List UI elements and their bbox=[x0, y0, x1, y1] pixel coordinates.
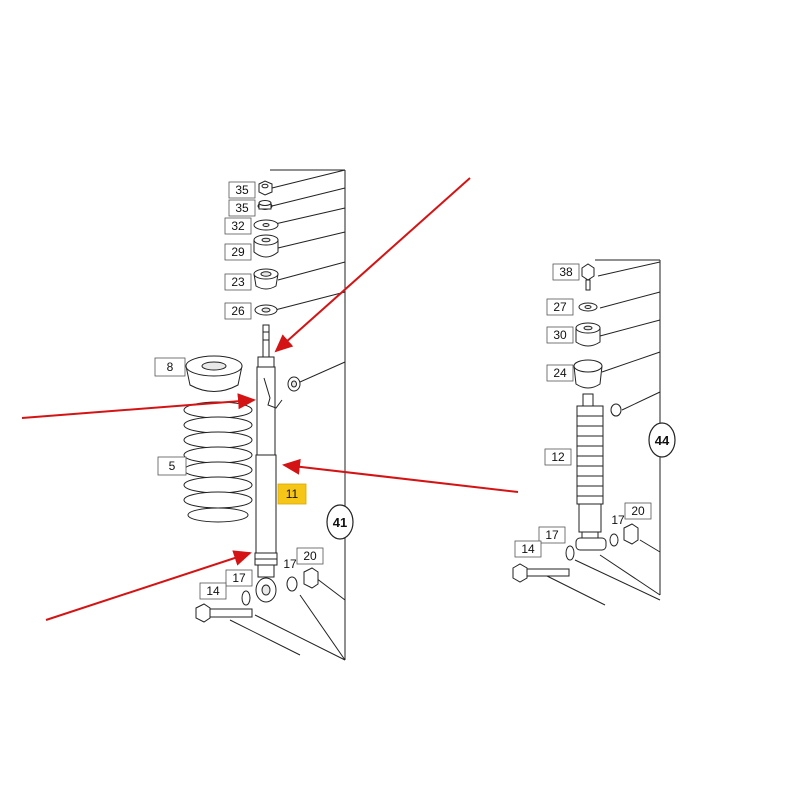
svg-text:17: 17 bbox=[283, 557, 297, 571]
svg-text:14: 14 bbox=[206, 584, 220, 598]
part-14-bolt-left bbox=[195, 603, 253, 623]
red-arrow-4 bbox=[45, 550, 252, 621]
label-35a: 35 bbox=[228, 181, 256, 199]
part-26-washer bbox=[254, 304, 278, 316]
svg-text:41: 41 bbox=[333, 515, 347, 530]
svg-text:20: 20 bbox=[631, 504, 645, 518]
svg-text:14: 14 bbox=[521, 542, 535, 556]
svg-text:20: 20 bbox=[303, 549, 317, 563]
label-8: 8 bbox=[154, 357, 186, 377]
part-washer-side-left bbox=[287, 376, 301, 392]
left-leader-lines bbox=[271, 169, 346, 601]
red-arrow-2 bbox=[21, 393, 256, 419]
svg-text:27: 27 bbox=[553, 300, 567, 314]
part-20-nut-right bbox=[623, 523, 639, 545]
part-35b-washer bbox=[257, 200, 273, 210]
label-30: 30 bbox=[546, 326, 574, 344]
part-35a-nut bbox=[258, 180, 273, 196]
svg-text:24: 24 bbox=[553, 366, 567, 380]
part-23-mount bbox=[253, 268, 279, 290]
part-30-bushing bbox=[575, 322, 601, 347]
group-44-badge: 44 bbox=[648, 422, 676, 458]
svg-text:44: 44 bbox=[655, 433, 670, 448]
label-29: 29 bbox=[224, 243, 252, 261]
label-14-right: 14 bbox=[514, 540, 542, 558]
label-14-left: 14 bbox=[199, 582, 227, 600]
label-5: 5 bbox=[157, 456, 187, 476]
part-32-washer bbox=[253, 219, 279, 231]
svg-text:35: 35 bbox=[235, 201, 249, 215]
label-11-highlighted: 11 bbox=[277, 483, 307, 505]
part-5-coil-spring bbox=[183, 401, 253, 523]
label-20-right: 20 bbox=[624, 502, 652, 520]
part-8-spring-seat bbox=[185, 355, 243, 392]
label-12: 12 bbox=[544, 448, 572, 466]
right-leader-lines bbox=[597, 261, 661, 553]
svg-text:17: 17 bbox=[611, 513, 625, 527]
label-20-left: 20 bbox=[296, 547, 324, 565]
part-17-washer-right bbox=[565, 533, 619, 561]
svg-text:17: 17 bbox=[232, 571, 246, 585]
group-41-badge: 41 bbox=[326, 504, 354, 540]
red-arrow-1 bbox=[274, 177, 471, 353]
part-38-bolt bbox=[581, 263, 595, 291]
part-17-washer-left bbox=[241, 576, 298, 606]
svg-text:30: 30 bbox=[553, 328, 567, 342]
svg-text:32: 32 bbox=[231, 219, 245, 233]
label-17a-left: 17 bbox=[283, 557, 297, 571]
svg-text:35: 35 bbox=[235, 183, 249, 197]
left-assembly-frame bbox=[229, 169, 346, 661]
svg-text:29: 29 bbox=[231, 245, 245, 259]
part-24-mount bbox=[573, 359, 603, 389]
svg-text:17: 17 bbox=[545, 528, 559, 542]
svg-text:8: 8 bbox=[167, 360, 174, 374]
svg-text:38: 38 bbox=[559, 265, 573, 279]
label-35b: 35 bbox=[228, 199, 256, 217]
part-14-bolt-right bbox=[512, 563, 570, 583]
svg-text:5: 5 bbox=[169, 459, 176, 473]
label-23: 23 bbox=[224, 273, 252, 291]
svg-text:23: 23 bbox=[231, 275, 245, 289]
part-29-bushing bbox=[253, 234, 279, 258]
red-arrow-3 bbox=[282, 458, 519, 493]
part-11-shock-absorber bbox=[254, 324, 283, 603]
svg-text:12: 12 bbox=[551, 450, 565, 464]
label-17a-right: 17 bbox=[611, 513, 625, 527]
label-27: 27 bbox=[546, 298, 574, 316]
part-washer-side-right bbox=[610, 403, 622, 417]
label-32: 32 bbox=[224, 217, 252, 235]
label-17b-left: 17 bbox=[225, 569, 253, 587]
part-27-washer bbox=[578, 302, 598, 312]
label-26: 26 bbox=[224, 302, 252, 320]
label-17b-right: 17 bbox=[538, 526, 566, 544]
part-20-nut-left bbox=[303, 567, 319, 589]
label-38: 38 bbox=[552, 263, 580, 281]
part-12-shock-absorber bbox=[575, 393, 607, 551]
label-24: 24 bbox=[546, 364, 574, 382]
svg-text:11: 11 bbox=[286, 487, 299, 501]
svg-text:26: 26 bbox=[231, 304, 245, 318]
